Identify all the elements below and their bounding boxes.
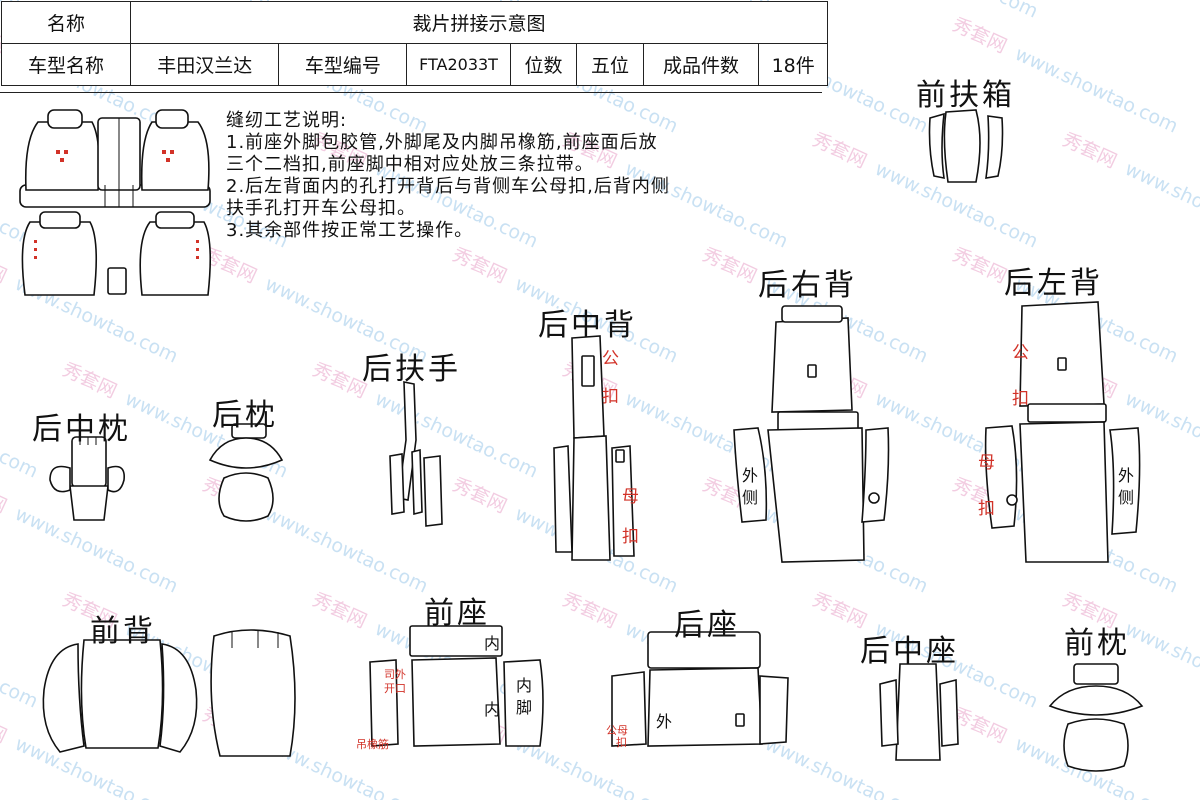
rear-armrest-pieces — [389, 381, 443, 527]
label-rear-left-back: 后左背 — [1004, 266, 1103, 301]
header-divider — [0, 92, 822, 93]
label-front-seat: 前座 — [424, 596, 490, 631]
annot-side: 侧 — [1118, 488, 1135, 507]
annot-leg: 脚 — [516, 698, 533, 717]
sewing-note-line: 1.前座外脚包胶管,外脚尾及内脚吊橡筋,前座面后放 — [226, 132, 658, 153]
rear-seat-pieces — [611, 631, 789, 747]
annot-snap: 扣 — [978, 499, 995, 519]
sewing-note-line: 3.其余部件按正常工艺操作。 — [226, 220, 474, 241]
sewing-notes: 缝纫工艺说明: 1.前座外脚包胶管,外脚尾及内脚吊橡筋,前座面后放 三个二档扣,… — [226, 110, 826, 242]
annot-male-snap: 公 — [602, 349, 619, 369]
label-rear-right-back: 后右背 — [758, 268, 857, 303]
annot-opening-top: 司外 — [384, 668, 406, 681]
rear-center-back-pieces — [553, 335, 635, 561]
annot-snap: 扣 — [622, 527, 639, 547]
label-rear-armrest: 后扶手 — [362, 352, 461, 387]
annot-outer: 外 — [1118, 466, 1135, 485]
rear-center-pillow-pieces — [49, 436, 125, 521]
rear-center-seat-pieces — [879, 663, 959, 761]
label-rear-pillow: 后枕 — [212, 398, 278, 433]
rear-right-back-pieces — [733, 305, 890, 563]
sewing-note-line: 扶手孔打开车公母扣。 — [226, 198, 416, 219]
sewing-notes-title: 缝纫工艺说明: — [226, 110, 348, 131]
sheet-title: 裁片拼接示意图 — [130, 1, 828, 44]
annot-inner: 内 — [516, 676, 533, 695]
vehicle-name-label: 车型名称 — [1, 43, 131, 86]
annot-snap: 扣 — [602, 387, 619, 407]
annot-outer: 外 — [742, 466, 759, 485]
annot-female-snap: 母 — [978, 453, 995, 473]
rear-left-back-pieces — [984, 301, 1141, 563]
annot-opening-bottom: 开口 — [384, 682, 406, 695]
front-back-pieces — [42, 629, 296, 757]
annot-side: 侧 — [742, 488, 759, 507]
label-front-back: 前背 — [90, 614, 156, 649]
front-armrest-box-pieces — [928, 109, 1004, 183]
seats-label: 位数 — [509, 43, 578, 86]
annot-male-snap: 公 — [1012, 343, 1029, 363]
seat-overview-thumbnail — [19, 109, 212, 296]
pieces-value: 18件 — [758, 43, 828, 86]
label-front-armrest-box: 前扶箱 — [916, 78, 1015, 113]
annot-female-snap: 母 — [622, 487, 639, 507]
label-rear-center-seat: 后中座 — [860, 634, 959, 669]
sewing-note-line: 三个二档扣,前座脚中相对应处放三条拉带。 — [226, 154, 594, 175]
spec-table: 名称 裁片拼接示意图 车型名称 丰田汉兰达 车型编号 FTA2033T 位数 五… — [1, 1, 828, 86]
seats-value: 五位 — [576, 43, 644, 86]
vehicle-code-label: 车型编号 — [278, 43, 408, 86]
label-front-pillow: 前枕 — [1064, 626, 1130, 661]
sewing-note-line: 2.后左背面内的孔打开背后与背侧车公母扣,后背内侧 — [226, 176, 670, 197]
vehicle-code-value: FTA2033T — [406, 43, 511, 86]
front-seat-pieces — [369, 625, 544, 747]
annot-inner: 内 — [484, 700, 501, 719]
annot-rear-seat-snap: 公母 — [606, 724, 628, 737]
vehicle-name-value: 丰田汉兰达 — [129, 43, 280, 86]
name-label-cell: 名称 — [1, 1, 131, 44]
label-rear-center-pillow: 后中枕 — [32, 412, 131, 447]
annot-inner: 内 — [484, 634, 501, 653]
label-rear-center-back: 后中背 — [538, 308, 637, 343]
front-pillow-pieces — [1048, 663, 1144, 772]
annot-outer: 外 — [656, 712, 673, 731]
rear-pillow-pieces — [208, 423, 284, 522]
annot-snap: 扣 — [1012, 389, 1029, 409]
pieces-label: 成品件数 — [642, 43, 760, 86]
label-rear-seat: 后座 — [674, 608, 740, 643]
annot-rear-seat-snap2: 扣 — [616, 736, 627, 749]
annot-elastic: 吊橡筋 — [356, 738, 389, 751]
